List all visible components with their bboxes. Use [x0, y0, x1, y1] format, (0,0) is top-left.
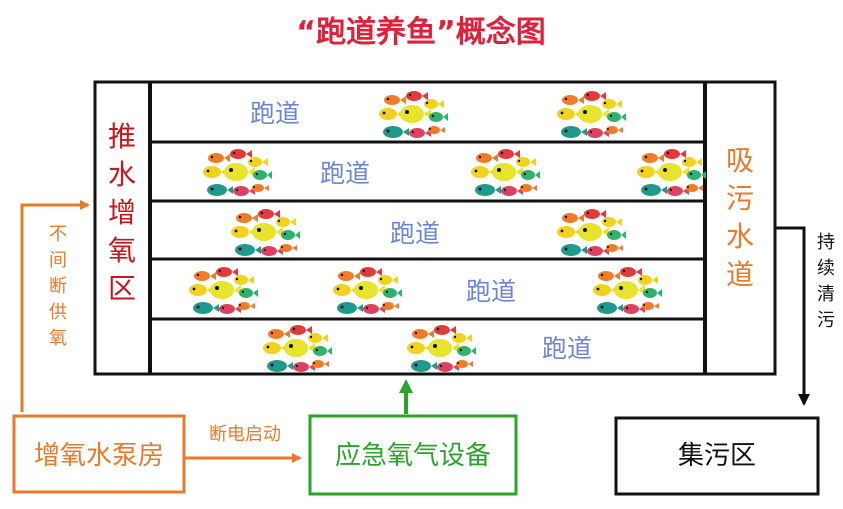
pump-house-box	[12, 414, 186, 494]
continuous-cleaning-label-char: 污	[817, 310, 835, 331]
fish-school-icon	[189, 267, 258, 314]
oxygen-supply-label-char: 氧	[49, 328, 67, 349]
fish-school-icon	[263, 325, 332, 372]
fish-school-icon	[593, 267, 662, 314]
continuous-cleaning-label-char: 续	[817, 258, 835, 279]
fish-school-icon	[379, 91, 448, 138]
page-title: “跑道养鱼”概念图	[296, 15, 545, 50]
sewage-channel-char: 污	[726, 182, 754, 215]
lane-label: 跑道	[390, 219, 440, 248]
sewage-channel-char: 吸	[726, 144, 754, 177]
push-water-zone-char: 区	[108, 272, 136, 305]
oxygen-supply-label-char: 不	[49, 224, 67, 245]
fish-school-icon	[231, 209, 300, 256]
fish-school-icon	[557, 209, 626, 256]
oxygen-supply-label-char: 供	[49, 302, 67, 323]
push-water-zone-char: 增	[108, 196, 136, 229]
push-water-zone-char: 氧	[108, 234, 136, 267]
emergency-oxygen-box	[308, 414, 518, 496]
lane-label: 跑道	[542, 334, 592, 363]
oxygen-supply-label-char: 断	[49, 276, 67, 297]
lane-label: 跑道	[466, 277, 516, 306]
continuous-cleaning-label-char: 清	[817, 284, 835, 305]
lane-label: 跑道	[320, 159, 370, 188]
lane-label: 跑道	[250, 99, 300, 128]
fish-school-icon	[333, 267, 402, 314]
emergency-oxygen-label: 应急氧气设备	[335, 441, 491, 471]
pump-house-label: 增氧水泵房	[34, 441, 164, 471]
fish-school-icon	[637, 149, 706, 196]
fish-school-icon	[203, 149, 272, 196]
fish-school-icon	[557, 91, 626, 138]
push-water-zone-char: 推	[108, 120, 136, 153]
power-failure-label: 断电启动	[209, 424, 281, 445]
fish-school-icon	[471, 149, 540, 196]
sewage-channel-char: 水	[726, 220, 754, 253]
push-water-zone-char: 水	[108, 158, 136, 191]
sewage-collection-label: 集污区	[678, 441, 756, 471]
sewage-collection-box	[614, 416, 820, 496]
fish-school-icon	[407, 325, 476, 372]
sewage-flow-arrow	[776, 226, 810, 406]
pond-frame	[93, 80, 777, 376]
sewage-channel-char: 道	[726, 258, 754, 291]
oxygen-supply-arrow	[20, 200, 90, 412]
continuous-cleaning-label-char: 持	[817, 232, 835, 253]
oxygen-supply-label-char: 间	[49, 250, 67, 271]
